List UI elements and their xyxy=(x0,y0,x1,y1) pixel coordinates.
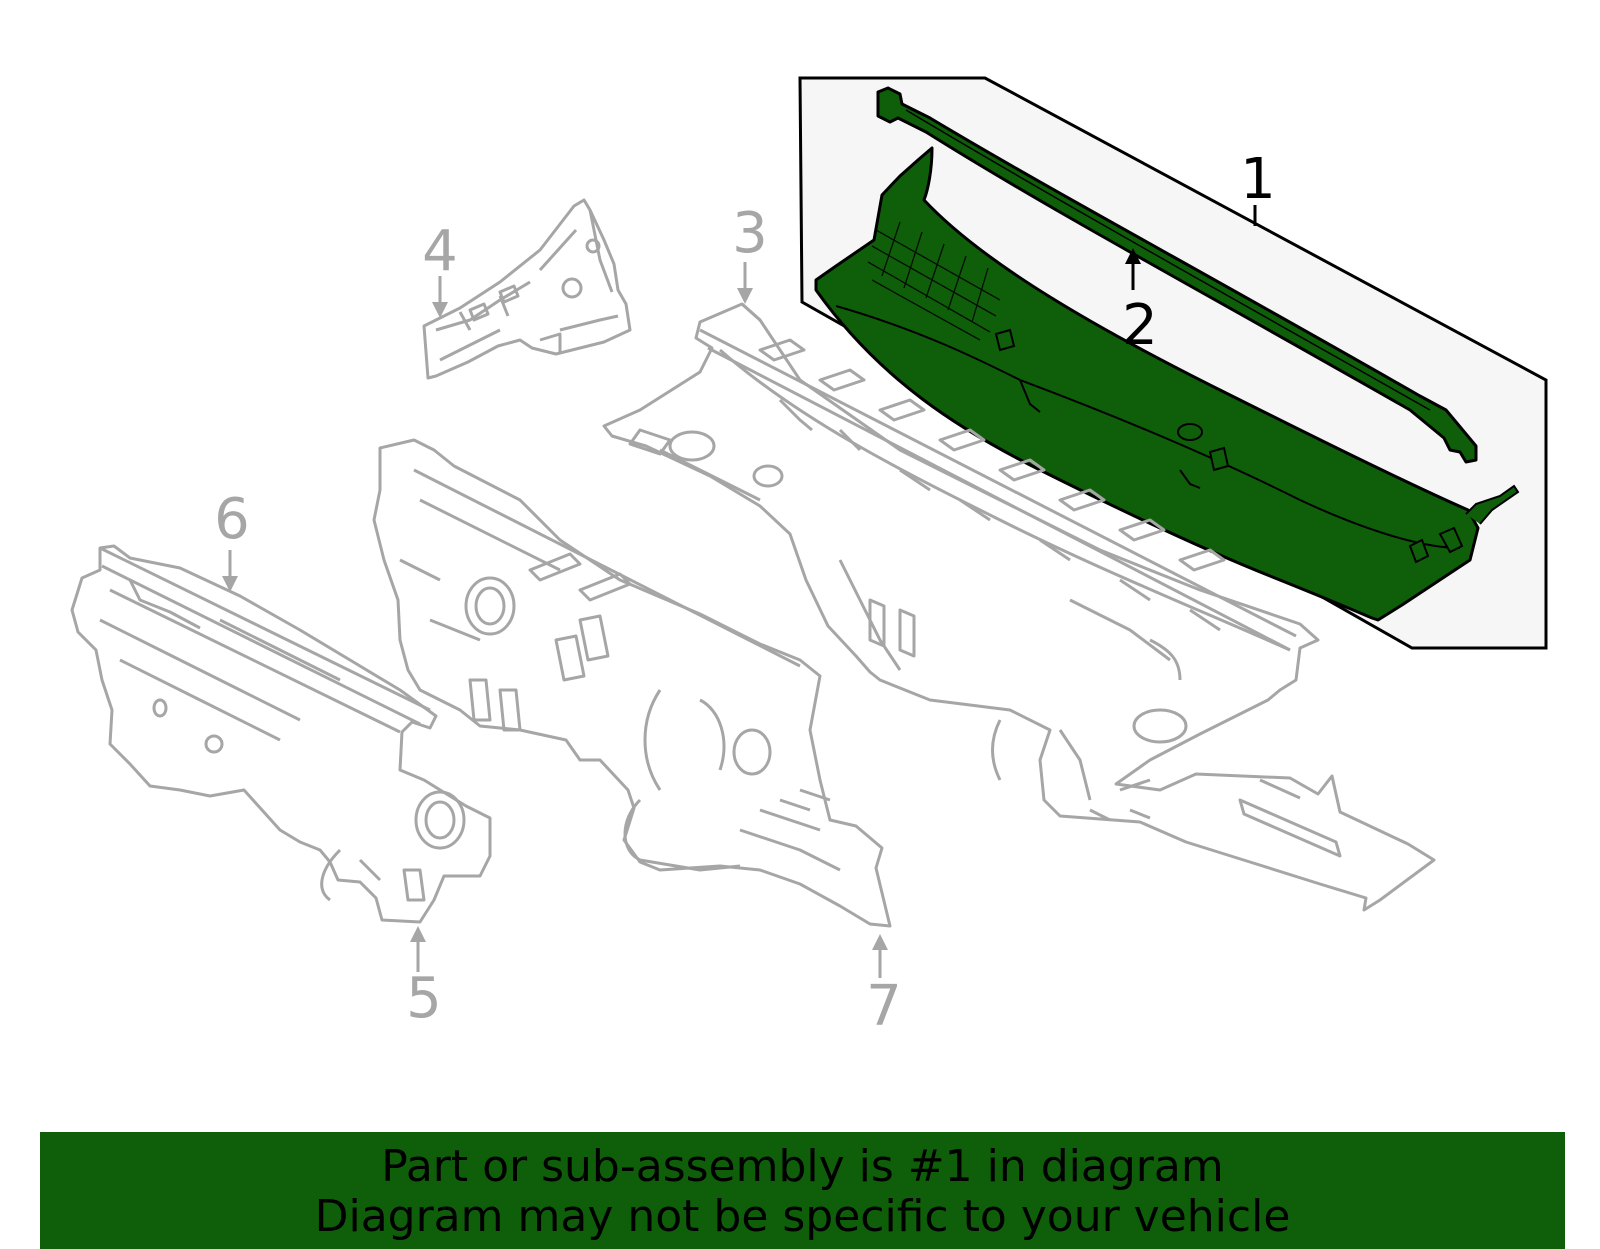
banner-line-1: Part or sub-assembly is #1 in diagram xyxy=(381,1141,1224,1192)
banner-line-2: Diagram may not be specific to your vehi… xyxy=(314,1191,1291,1242)
part-4-bracket[interactable] xyxy=(422,198,632,380)
leader-arrow-2 xyxy=(1125,248,1141,290)
callout-6: 6 xyxy=(214,487,250,552)
callout-5: 5 xyxy=(406,966,442,1031)
callout-4: 4 xyxy=(422,219,458,284)
leader-arrow-4 xyxy=(432,276,448,318)
leader-arrow-5 xyxy=(410,926,426,972)
leader-arrow-6 xyxy=(222,550,238,592)
part-2-seal-strip[interactable] xyxy=(876,86,1478,464)
part-5-insulator[interactable] xyxy=(372,438,892,928)
callout-7: 7 xyxy=(866,974,902,1039)
part-6-front-insulator[interactable] xyxy=(70,544,492,924)
callout-2: 2 xyxy=(1122,293,1158,358)
leader-arrow-7 xyxy=(872,934,888,978)
disclaimer-banner: Part or sub-assembly is #1 in diagram Di… xyxy=(40,1132,1565,1249)
part-3-dash-panel[interactable] xyxy=(602,302,1436,912)
part-1-cowl-panel[interactable] xyxy=(814,146,1520,622)
callout-3: 3 xyxy=(732,201,768,266)
leader-arrow-3 xyxy=(737,262,753,304)
callout-1: 1 xyxy=(1240,147,1276,212)
